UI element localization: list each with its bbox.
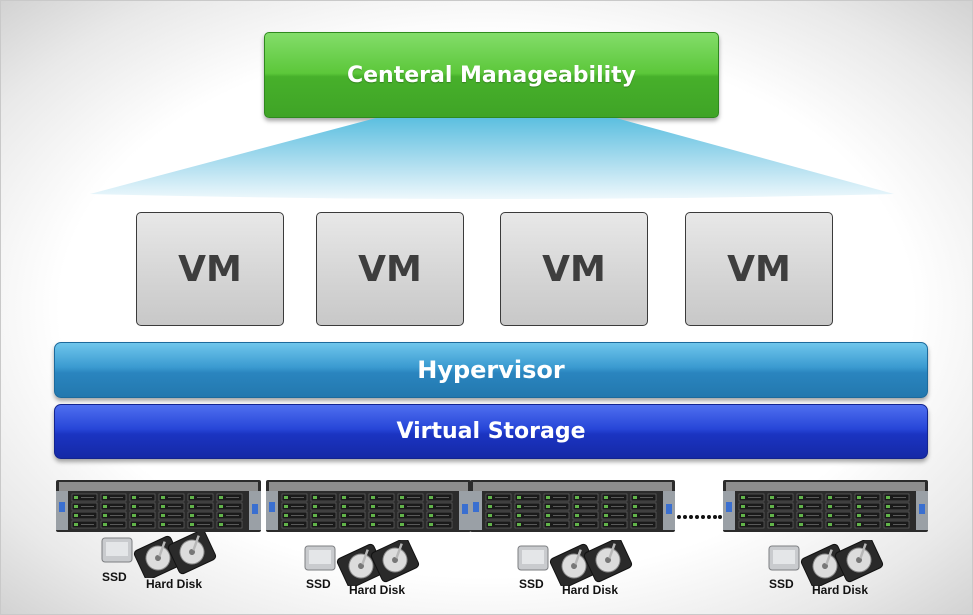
hard-disk-label: Hard Disk bbox=[146, 577, 203, 591]
hard-disk-label: Hard Disk bbox=[349, 583, 406, 597]
vm-box-2: VM bbox=[316, 212, 464, 326]
disk-group-icon-3 bbox=[517, 540, 633, 586]
vm-box-3: VM bbox=[500, 212, 648, 326]
vm-box-4: VM bbox=[685, 212, 833, 326]
hypervisor-label: Hypervisor bbox=[417, 356, 565, 384]
vm-label: VM bbox=[727, 248, 791, 290]
central-manageability-box: Centeral Manageability bbox=[264, 32, 719, 118]
ssd-label: SSD bbox=[102, 570, 127, 584]
ssd-label: SSD bbox=[769, 577, 794, 591]
ssd-label: SSD bbox=[306, 577, 331, 591]
rack-server-4 bbox=[723, 480, 928, 532]
virtual-storage-layer: Virtual Storage bbox=[54, 404, 928, 459]
rack-server-3 bbox=[470, 480, 675, 532]
vm-label: VM bbox=[542, 248, 606, 290]
ssd-label: SSD bbox=[519, 577, 544, 591]
central-manageability-label: Centeral Manageability bbox=[346, 62, 637, 88]
management-beam bbox=[90, 118, 894, 199]
vm-box-1: VM bbox=[136, 212, 284, 326]
hypervisor-layer: Hypervisor bbox=[54, 342, 928, 398]
disk-group-icon-4 bbox=[768, 540, 884, 586]
rack-server-2 bbox=[266, 480, 471, 532]
disk-group-icon-2 bbox=[304, 540, 420, 586]
ellipsis-dots bbox=[677, 515, 722, 519]
virtual-storage-label: Virtual Storage bbox=[396, 419, 586, 444]
disk-group-icon-1 bbox=[101, 532, 217, 578]
vm-label: VM bbox=[358, 248, 422, 290]
vm-label: VM bbox=[178, 248, 242, 290]
rack-server-1 bbox=[56, 480, 261, 532]
hard-disk-label: Hard Disk bbox=[812, 583, 869, 597]
hard-disk-label: Hard Disk bbox=[562, 583, 619, 597]
